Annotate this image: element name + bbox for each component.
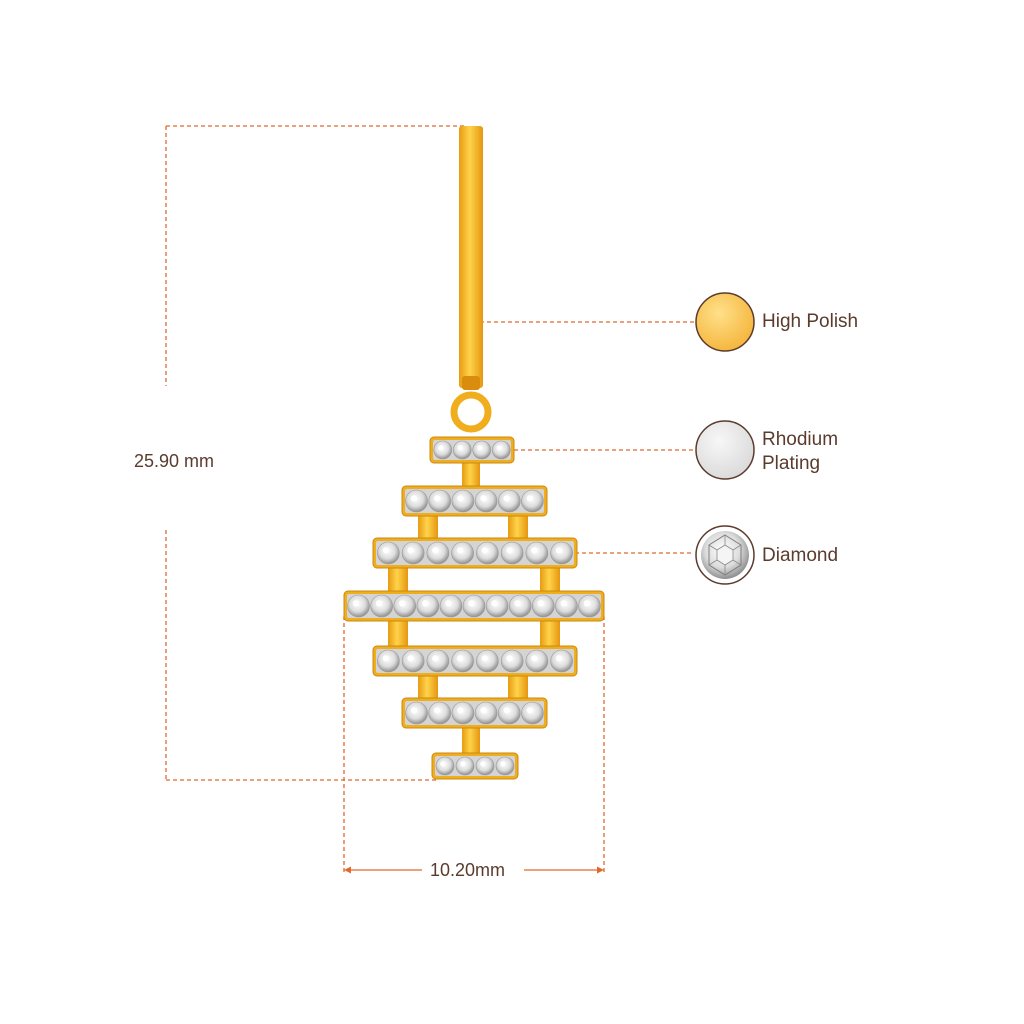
- diamond-stone: [491, 440, 511, 460]
- height-dimension-guide: [165, 125, 466, 781]
- diamond-bar: [429, 436, 515, 464]
- legend-diamond-label: Diamond: [762, 545, 839, 566]
- diamond-stone: [452, 440, 472, 460]
- gold-posts: [388, 462, 560, 756]
- diamond-stone: [500, 649, 524, 673]
- diamond-bar: [401, 697, 548, 729]
- diamond-stone: [393, 594, 417, 618]
- diamond-stone: [550, 541, 573, 565]
- gold-post: [462, 726, 480, 756]
- height-dimension-label: 25.90 mm: [134, 451, 215, 471]
- diamond-stone: [451, 701, 475, 725]
- diamond-stone: [476, 541, 499, 565]
- gold-post: [540, 566, 560, 594]
- diamond-stone: [475, 756, 495, 776]
- arrow-right-icon: [597, 866, 604, 874]
- diamond-stone: [531, 594, 555, 618]
- diamond-bars: [343, 436, 605, 780]
- diamond-stone: [495, 756, 515, 776]
- diamond-stone: [405, 489, 428, 513]
- diamond-bar: [431, 752, 519, 780]
- diamond-swatch-icon: [695, 525, 755, 585]
- diamond-stone: [508, 594, 532, 618]
- diamond-stone: [405, 701, 428, 725]
- legend-high-polish-label: High Polish: [762, 311, 859, 332]
- diamond-bar: [401, 485, 548, 517]
- diamond-stone: [497, 489, 521, 513]
- diamond-stone: [455, 756, 475, 776]
- diamond-stone: [578, 594, 601, 618]
- arrow-left-icon: [344, 866, 351, 874]
- gold-post: [418, 514, 438, 540]
- gold-post: [508, 514, 528, 540]
- diamond-stone: [462, 594, 486, 618]
- gold-post: [508, 674, 528, 700]
- earring: [343, 126, 605, 780]
- gold-post: [540, 619, 560, 649]
- diamond-stone: [435, 756, 455, 776]
- hook-bar: [459, 126, 483, 388]
- gold-post: [418, 674, 438, 700]
- diamond-stone: [401, 649, 425, 673]
- diamond-stone: [426, 541, 450, 565]
- diamond-stone: [476, 649, 499, 673]
- legend-rhodium-label: Rhodium Plating: [762, 429, 839, 474]
- diamond-bar: [343, 590, 605, 622]
- diamond-stone: [525, 649, 549, 673]
- diamond-stone: [439, 594, 463, 618]
- diamond-stone: [401, 541, 425, 565]
- diamond-stone: [377, 649, 400, 673]
- diamond-stone: [451, 649, 474, 673]
- diamond-stone: [521, 489, 544, 513]
- diamond-stone: [416, 594, 440, 618]
- diamond-stone: [525, 541, 549, 565]
- diamond-stone: [370, 594, 393, 618]
- diamond-stone: [451, 489, 475, 513]
- diamond-stone: [497, 701, 521, 725]
- rhodium-swatch-icon: [695, 420, 755, 480]
- diamond-bar: [372, 645, 578, 677]
- diamond-stone: [474, 489, 498, 513]
- diamond-stone: [555, 594, 578, 618]
- gold-post: [388, 566, 408, 594]
- diamond-stone: [500, 541, 524, 565]
- gold-post: [462, 462, 480, 488]
- width-dimension-label: 10.20mm: [426, 858, 510, 882]
- diamond-stone: [550, 649, 573, 673]
- gold-post: [388, 619, 408, 649]
- diamond-stone: [347, 594, 370, 618]
- high-polish-swatch-icon: [695, 292, 755, 352]
- diamond-stone: [428, 701, 452, 725]
- width-dimension-guide: [343, 616, 605, 872]
- diamond-bar: [372, 537, 578, 569]
- diamond-stone: [433, 440, 453, 460]
- diamond-stone: [426, 649, 450, 673]
- diamond-stone: [428, 489, 452, 513]
- jump-ring: [450, 391, 492, 433]
- diamond-stone: [521, 701, 544, 725]
- diamond-stone: [485, 594, 509, 618]
- diamond-stone: [377, 541, 400, 565]
- diamond-stone: [451, 541, 474, 565]
- diamond-stone: [472, 440, 492, 460]
- diamond-stone: [474, 701, 498, 725]
